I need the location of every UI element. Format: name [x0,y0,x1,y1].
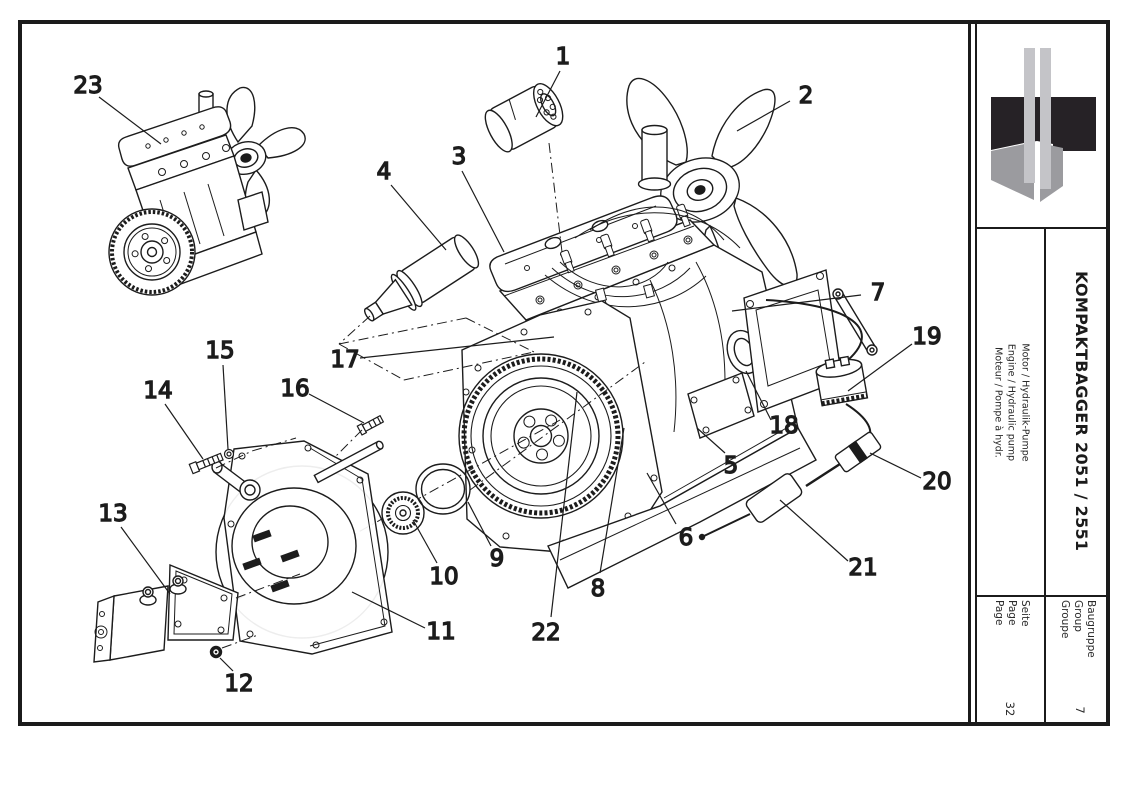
callout-leader-2 [736,100,791,132]
callout-leader-22 [550,391,578,618]
oil-filter-cartridge [484,83,564,153]
callout-number-22: 22 [531,620,560,646]
callout-number-8: 8 [591,576,606,602]
logo-left-wing [991,142,1034,200]
callout-number-5: 5 [724,453,739,479]
callout-number-3: 3 [452,144,467,170]
coupling-disc [381,491,425,535]
callout-leader-11 [351,591,426,629]
page-border [18,20,1110,726]
logo-bar-right [1040,48,1051,189]
titleblock-subject: Motor / Hydraulik-Pumpe Engine / Hydraul… [991,233,1032,573]
callout-leader-5 [696,427,726,454]
callout-leader-16 [308,393,365,424]
callout-number-9: 9 [490,546,505,572]
callout-number-16: 16 [280,376,309,402]
callout-leader-21 [779,499,849,562]
callout-number-1: 1 [556,44,571,70]
titleblock-column-rule [1044,227,1046,722]
hydraulic-pump [93,563,301,663]
gasket-ring [415,463,471,515]
callout-leader-20 [869,452,922,479]
callout-number-14: 14 [143,378,172,404]
callout-number-17: 17 [330,347,359,373]
group-label-en: Group [1071,600,1084,632]
callout-number-19: 19 [912,324,941,350]
callout-leader-4 [390,184,447,251]
titleblock-left-rule [975,24,977,722]
page-label-en: Page [1005,600,1018,626]
callout-leader-7 [731,294,862,312]
drawing-area-divider [968,24,971,722]
group-label-de: Baugruppe [1085,600,1097,658]
subject-line-de: Motor / Hydraulik-Pumpe [1019,343,1031,462]
subject-line-fr: Moteur / Pompe à hydr. [992,347,1004,458]
oil-filter-assembly [698,299,882,541]
callout-number-2: 2 [799,83,814,109]
logo-bar-left [1024,48,1035,183]
callout-number-13: 13 [98,501,127,527]
machine-title: KOMPAKTBAGGER 2051 / 2551 [1072,271,1091,552]
callout-leader-23 [98,96,162,145]
callout-number-21: 21 [848,555,877,581]
injectors [544,203,741,308]
page-labels: Seite Page Page [991,600,1031,644]
callout-number-11: 11 [426,619,455,645]
callout-leader-13 [120,526,171,595]
manufacturer-logo [991,48,1096,202]
callout-leader-10 [412,519,438,564]
application-guide-lines [338,315,535,381]
sensor-body [745,473,803,523]
group-number: 7 [1073,706,1087,714]
callout-number-18: 18 [769,413,798,439]
group-labels: Baugruppe Group Groupe [1057,600,1097,664]
callout-number-4: 4 [377,159,392,185]
callout-number-6: 6 [679,525,694,551]
page-number: 32 [1003,701,1017,717]
callout-leader-6 [646,472,677,525]
sealant-tube [363,234,480,322]
callout-number-12: 12 [224,671,253,697]
callout-leader-9 [467,501,492,547]
callout-leader-3 [461,170,505,253]
page-label-de: Seite [1019,600,1031,627]
engine-assembly-small [108,86,306,296]
titleblock-rule-above-footer [977,595,1106,597]
titleblock-rule-under-logo [977,227,1106,229]
exhaust-pipe [637,124,672,191]
callout-leader-19 [847,343,913,392]
callout-number-7: 7 [871,280,886,306]
callout-leader-14 [164,403,204,460]
bell-housing [149,419,561,655]
callout-leader-8 [599,427,625,574]
mounting-bolts [188,414,385,475]
callout-leader-12 [219,657,234,672]
page-label-fr: Page [992,600,1005,626]
callout-leader-15 [222,364,229,450]
callout-leader-1 [535,70,561,118]
callout-number-15: 15 [205,338,234,364]
callout-number-20: 20 [922,469,951,495]
callout-number-10: 10 [429,564,458,590]
subject-line-en: Engine / Hydraulic pump [1006,343,1017,462]
group-label-fr: Groupe [1058,600,1071,639]
callout-number-23: 23 [73,73,102,99]
callout-leader-17 [359,336,555,359]
callout-leader-18 [745,370,772,421]
oil-pan [547,427,817,589]
